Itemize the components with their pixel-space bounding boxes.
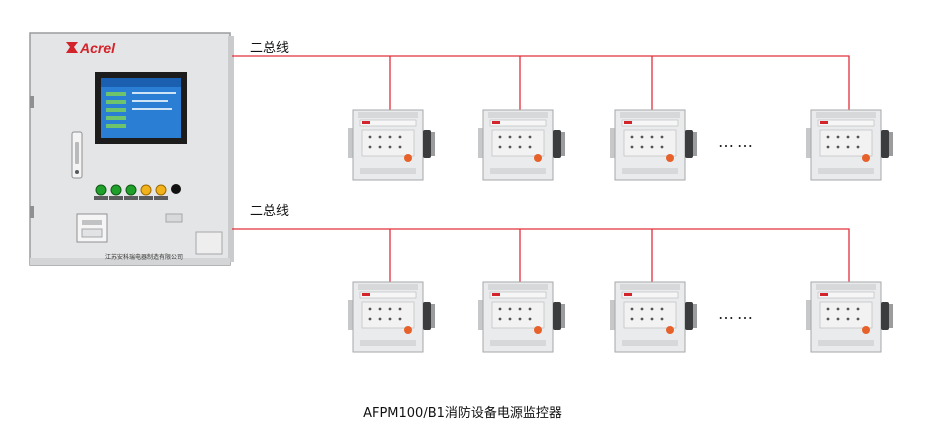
ellipsis-row-1: ……: [718, 132, 756, 151]
controller-cabinet: Acrel: [29, 32, 234, 266]
indicator-leds: [94, 184, 181, 200]
company-name: 江苏安科瑞电器制造有限公司: [105, 253, 183, 261]
power-monitor-module: [805, 281, 894, 353]
bus-label-2: 二总线: [250, 204, 290, 219]
touch-screen: [95, 72, 187, 144]
module-row-2: [347, 281, 894, 353]
label-plate: [165, 213, 183, 223]
bus-line-1: [232, 55, 850, 110]
ellipsis-row-2: ……: [718, 304, 756, 323]
bus-line-2: [232, 228, 850, 282]
power-monitor-module: [805, 109, 894, 181]
power-monitor-module: [347, 281, 436, 353]
power-monitor-module: [477, 281, 566, 353]
power-monitor-module: [609, 281, 698, 353]
power-monitor-module: [347, 109, 436, 181]
power-monitor-module: [477, 109, 566, 181]
printer-slot: [76, 213, 108, 243]
acrel-logo: Acrel: [66, 40, 116, 56]
bus-label-1: 二总线: [250, 41, 290, 56]
nameplate: [195, 231, 223, 255]
diagram-caption: AFPM100/B1消防设备电源监控器: [363, 406, 562, 421]
power-monitor-module: [609, 109, 698, 181]
brand-logo-text: Acrel: [79, 40, 116, 56]
module-row-1: [347, 109, 894, 181]
door-handle: [71, 131, 83, 179]
